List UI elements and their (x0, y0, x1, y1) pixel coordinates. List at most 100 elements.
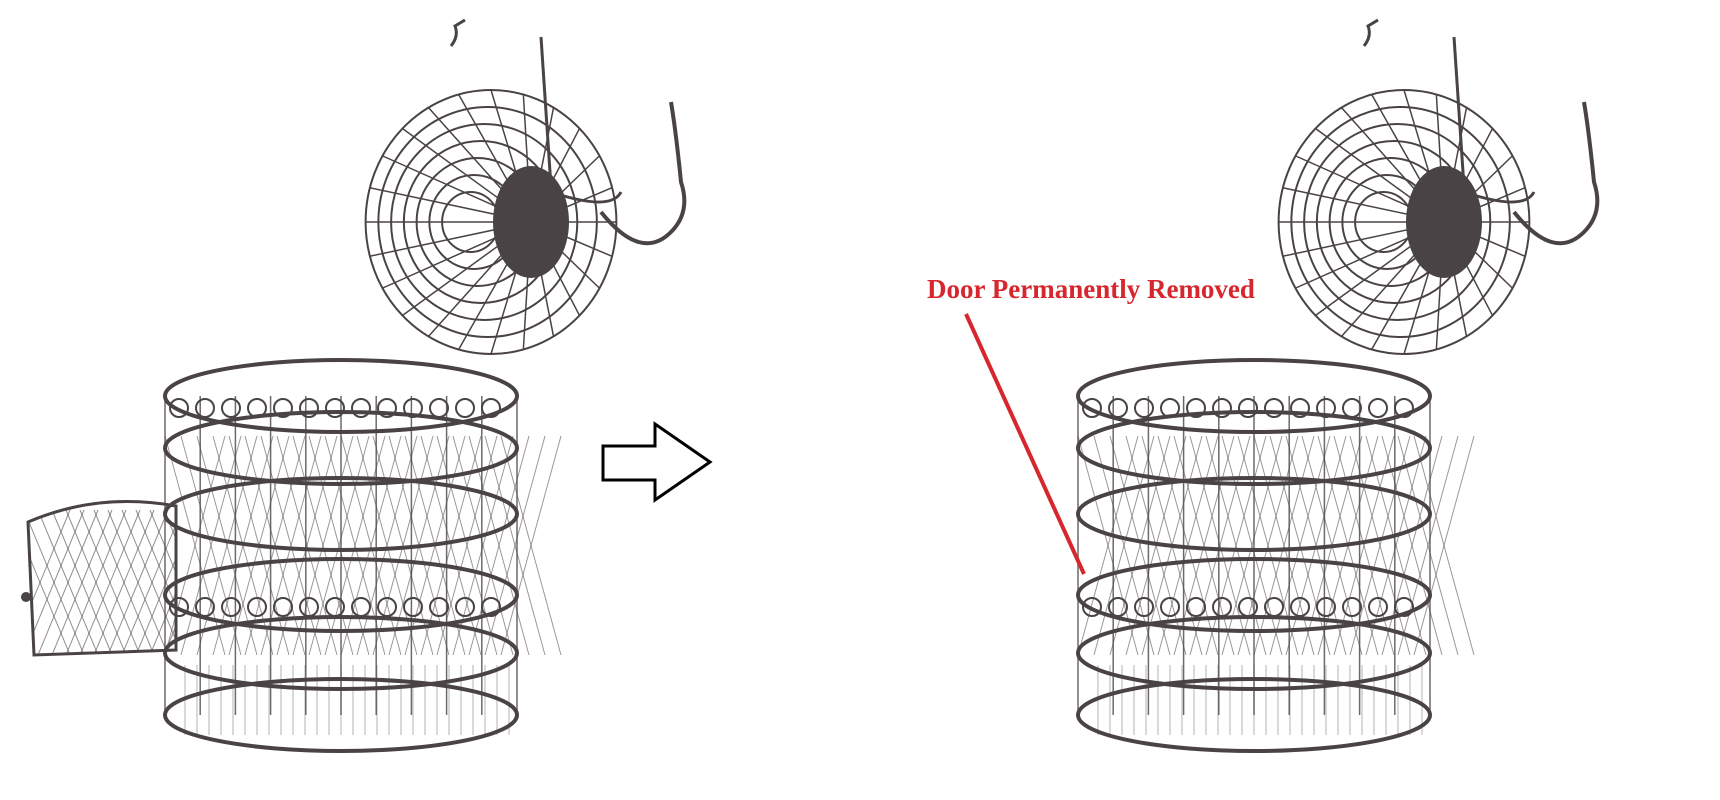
mesh-wire (452, 435, 514, 656)
annotation-label: Door Permanently Removed (927, 274, 1255, 304)
scroll-loop (351, 597, 371, 617)
scroll-loop (299, 398, 319, 418)
scroll-loop (1212, 398, 1232, 418)
scroll-loop (377, 597, 397, 617)
scroll-loop (299, 597, 319, 617)
cage-ring (163, 410, 519, 486)
scroll-loop (429, 398, 449, 418)
door-mesh (149, 509, 176, 655)
scroll-loop (1212, 597, 1232, 617)
door-mesh (79, 509, 141, 655)
mesh-wire (1413, 435, 1475, 656)
scroll-loop (455, 597, 475, 617)
scroll-loop (247, 597, 267, 617)
scroll-loop (429, 597, 449, 617)
door-mesh (65, 509, 127, 655)
scroll-loop (1238, 398, 1258, 418)
right-arrow-icon (601, 421, 713, 503)
cage-body (1076, 358, 1475, 753)
finial (1452, 36, 1536, 204)
cage-ring (1076, 476, 1432, 552)
hanging-hook-icon (599, 101, 687, 246)
scroll-loop (1134, 597, 1154, 617)
scroll-loop (221, 597, 241, 617)
mesh-wire (1365, 435, 1427, 656)
scroll-loop (325, 597, 345, 617)
scroll-loop (351, 398, 371, 418)
door-mesh (163, 509, 176, 655)
scroll-loop (1290, 398, 1310, 418)
scroll-loop (221, 398, 241, 418)
birdcage-without-door (1076, 18, 1600, 753)
scroll-loop (195, 597, 215, 617)
scroll-loop (1342, 597, 1362, 617)
door-mesh (93, 509, 155, 655)
scroll-loop (1290, 597, 1310, 617)
scroll-loop (481, 597, 501, 617)
dome-hub (493, 166, 569, 278)
scroll-loop (195, 398, 215, 418)
scroll-loop (247, 398, 267, 418)
scroll-loop (1316, 398, 1336, 418)
cage-ring (163, 476, 519, 552)
scroll-loop (1394, 398, 1414, 418)
door-latch (21, 592, 31, 602)
scroll-loop (1160, 597, 1180, 617)
door-mesh (51, 509, 113, 655)
scroll-loop (1342, 398, 1362, 418)
scroll-loop (1264, 597, 1284, 617)
door-frame (26, 500, 178, 657)
cage-ring (1076, 557, 1432, 633)
top-hook (1362, 18, 1379, 47)
door-mesh (121, 509, 176, 655)
dome-lid (1277, 18, 1600, 355)
scroll-loop (481, 398, 501, 418)
cage-ring (1076, 358, 1432, 434)
scroll-loop (273, 597, 293, 617)
scroll-loop (455, 398, 475, 418)
door-mesh (149, 509, 176, 655)
scroll-loop (1134, 398, 1154, 418)
hanging-hook-icon (1512, 101, 1600, 246)
birdcage-with-door (21, 18, 687, 753)
cage-floor (184, 665, 510, 735)
scroll-loop (1368, 597, 1388, 617)
door-mesh (28, 509, 71, 655)
door-mesh (135, 509, 176, 655)
scroll-loop (377, 398, 397, 418)
door-mesh (37, 509, 99, 655)
scroll-loop (1316, 597, 1336, 617)
mesh-wire (500, 435, 562, 656)
cage-ring (163, 557, 519, 633)
scroll-loop (1160, 398, 1180, 418)
scroll-loop (1082, 398, 1102, 418)
annotation-pointer-line (964, 313, 1086, 575)
door-mesh (107, 509, 169, 655)
cage-body (163, 358, 562, 753)
mesh-wire (1397, 435, 1459, 656)
scroll-loop (1082, 597, 1102, 617)
scroll-loop (1394, 597, 1414, 617)
scroll-loop (1186, 398, 1206, 418)
dome-hub (1406, 166, 1482, 278)
cage-door (21, 500, 178, 657)
cage-ring (1076, 410, 1432, 486)
scroll-loop (1368, 398, 1388, 418)
finial (539, 36, 623, 204)
door-mesh (163, 509, 176, 655)
dome-lid (364, 18, 687, 355)
mesh-wire (180, 435, 242, 656)
cage-ring (163, 358, 519, 434)
mesh-wire (1093, 435, 1155, 656)
door-mesh (28, 509, 85, 655)
scroll-loop (1108, 398, 1128, 418)
scroll-loop (1238, 597, 1258, 617)
top-hook (449, 18, 466, 47)
scroll-loop (403, 398, 423, 418)
scroll-loop (169, 398, 189, 418)
scroll-loop (325, 398, 345, 418)
scroll-loop (403, 597, 423, 617)
scroll-loop (1264, 398, 1284, 418)
